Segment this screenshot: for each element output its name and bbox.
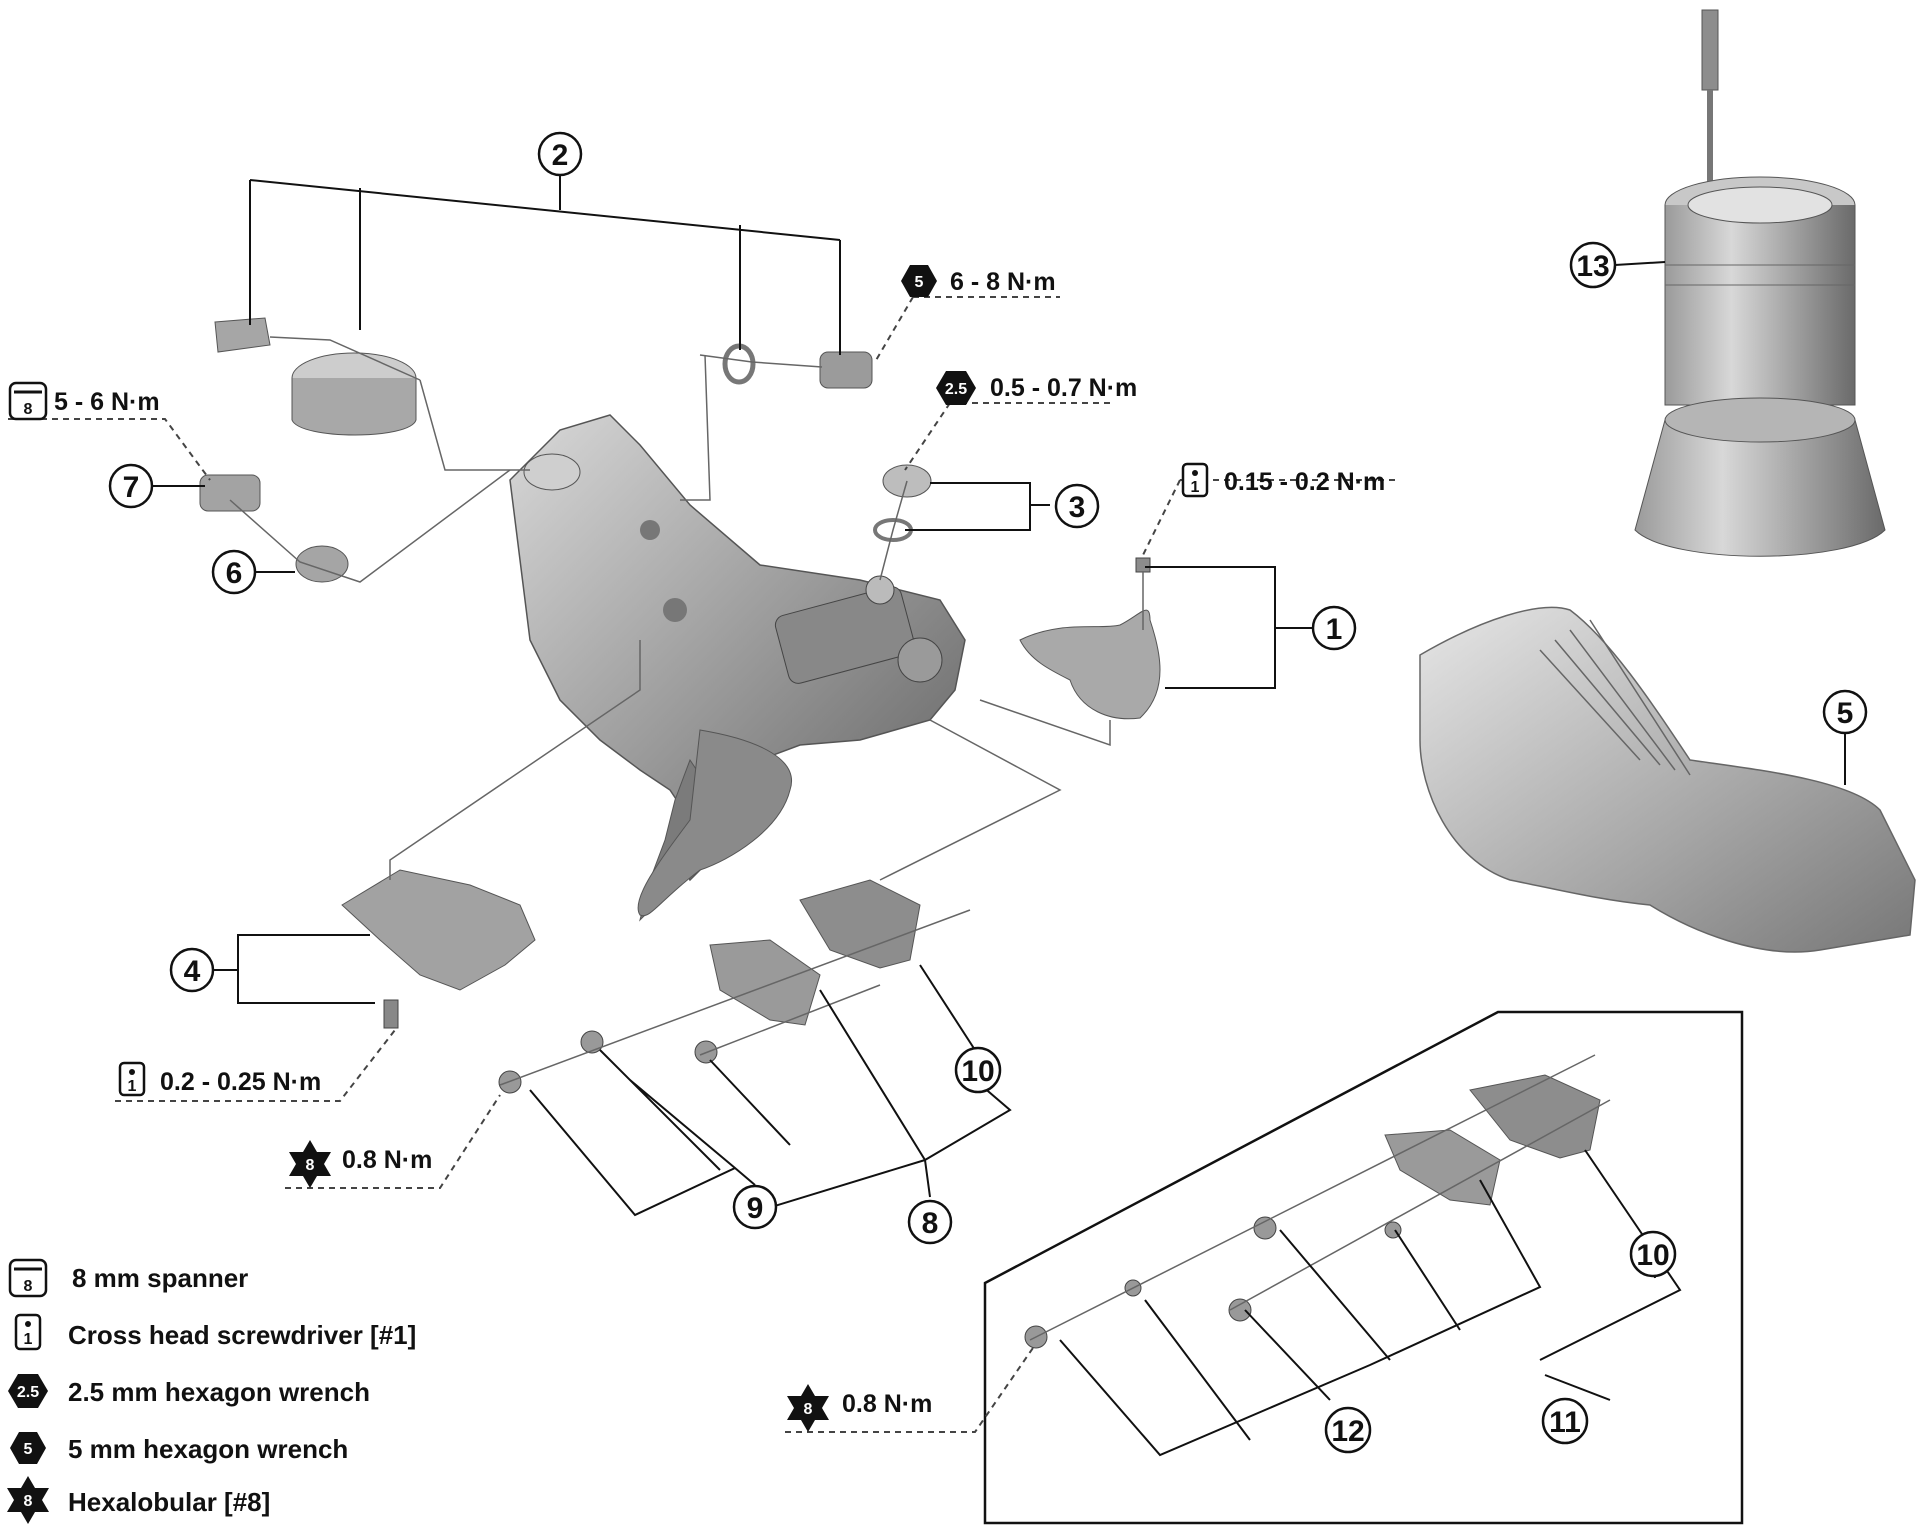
part-9-screws [498, 1030, 718, 1094]
part-1-lever-knob [1019, 557, 1161, 720]
cross-screwdriver-icon: 1 [1181, 462, 1209, 498]
legend-item-cross: 1 Cross head screwdriver [#1] [14, 1313, 416, 1351]
part-8-block [709, 939, 821, 1026]
svg-text:2.5 mm hexagon wrench: 2.5 mm hexagon wrench [68, 1377, 370, 1407]
svg-text:12: 12 [1331, 1415, 1364, 1448]
svg-text:10: 10 [961, 1055, 994, 1088]
part-2-band-and-bolts [214, 317, 873, 436]
svg-text:1: 1 [24, 1331, 33, 1348]
svg-text:Hexalobular [#8]: Hexalobular [#8] [68, 1487, 270, 1517]
svg-text:1: 1 [128, 1078, 137, 1095]
svg-text:10: 10 [1636, 1239, 1669, 1272]
lever-main-body [509, 414, 966, 922]
svg-text:8: 8 [306, 1157, 315, 1174]
svg-text:2.5: 2.5 [17, 1384, 39, 1401]
svg-text:8: 8 [922, 1207, 939, 1240]
svg-text:1: 1 [1326, 613, 1343, 646]
svg-text:0.8 N·m: 0.8 N·m [342, 1146, 432, 1174]
torque-spanner-top: 8 5 - 6 N·m [8, 381, 160, 421]
part-7-bolt [199, 474, 261, 512]
cross-screwdriver-icon: 1 [118, 1061, 146, 1097]
callout-12: 12 [1324, 1406, 1372, 1454]
callout-1: 1 [1311, 605, 1357, 651]
assembly-lines [229, 336, 1611, 1341]
callout-9: 9 [732, 1184, 778, 1230]
torque-cross-bottom: 1 0.2 - 0.25 N·m [118, 1061, 321, 1097]
svg-text:Cross head screwdriver [#1]: Cross head screwdriver [#1] [68, 1320, 416, 1350]
svg-text:8: 8 [24, 1278, 33, 1295]
svg-text:5 - 6 N·m: 5 - 6 N·m [54, 388, 160, 416]
hexalobular-icon: 8 [7, 1476, 49, 1524]
callout-2: 2 [537, 131, 583, 177]
cross-screwdriver-icon: 1 [14, 1313, 42, 1351]
legend-item-hex5: 5 5 mm hexagon wrench [10, 1432, 348, 1464]
svg-text:7: 7 [123, 471, 140, 504]
svg-text:6: 6 [226, 557, 243, 590]
part-13-tool [1634, 9, 1886, 557]
part-4-cover [341, 869, 536, 1029]
svg-text:9: 9 [747, 1192, 764, 1225]
svg-text:5: 5 [915, 274, 924, 291]
tool-legend: 8 8 mm spanner 1 Cross head screwdriver … [7, 1258, 416, 1524]
inset-part-11-block [1384, 1129, 1501, 1206]
torque-hex25-top: 2.5 0.5 - 0.7 N·m [936, 371, 1137, 405]
svg-text:2: 2 [552, 139, 569, 172]
svg-text:8: 8 [804, 1401, 813, 1418]
callout-8: 8 [907, 1199, 953, 1245]
svg-text:5: 5 [1837, 697, 1854, 730]
svg-text:11: 11 [1549, 1406, 1581, 1439]
callout-10: 10 [954, 1046, 1002, 1094]
callout-4: 4 [169, 947, 238, 993]
spanner-icon: 8 [8, 381, 48, 421]
svg-text:0.5 - 0.7 N·m: 0.5 - 0.7 N·m [990, 374, 1137, 402]
torque-hexalobular-inset: 8 0.8 N·m [787, 1384, 932, 1432]
svg-text:0.15 - 0.2 N·m: 0.15 - 0.2 N·m [1224, 468, 1385, 496]
svg-text:0.8 N·m: 0.8 N·m [842, 1390, 932, 1418]
legend-item-spanner: 8 8 mm spanner [8, 1258, 248, 1298]
svg-text:13: 13 [1576, 250, 1609, 283]
svg-text:2.5: 2.5 [945, 381, 967, 398]
spanner-icon: 8 [8, 1258, 48, 1298]
callout-10-inset: 10 [1629, 1230, 1677, 1278]
svg-text:8: 8 [24, 1493, 33, 1510]
torque-leaders [8, 296, 1400, 1433]
callout-13: 13 [1569, 241, 1617, 289]
hexalobular-icon: 8 [787, 1384, 829, 1432]
callout-6: 6 [211, 549, 257, 595]
hex25-icon: 2.5 [936, 371, 976, 405]
callout-3: 3 [1054, 483, 1100, 529]
svg-text:4: 4 [184, 955, 201, 988]
legend-item-hex25: 2.5 2.5 mm hexagon wrench [8, 1374, 370, 1408]
callout-5: 5 [1822, 689, 1868, 735]
svg-text:5: 5 [24, 1441, 33, 1458]
svg-text:8: 8 [24, 401, 33, 418]
svg-text:6 - 8 N·m: 6 - 8 N·m [950, 268, 1056, 296]
svg-text:1: 1 [1191, 479, 1200, 496]
svg-text:3: 3 [1069, 491, 1086, 524]
part-10-clamp [799, 879, 921, 969]
hex25-icon: 2.5 [8, 1374, 48, 1408]
inset-frame [983, 1010, 1744, 1525]
hex5-icon: 5 [901, 265, 937, 297]
callout-7: 7 [108, 463, 154, 509]
callout-leaders [153, 175, 1846, 1457]
svg-text:0.2 - 0.25 N·m: 0.2 - 0.25 N·m [160, 1068, 321, 1096]
callout-11: 11 [1541, 1397, 1589, 1445]
hex5-icon: 5 [10, 1432, 46, 1464]
torque-cross-right: 1 0.15 - 0.2 N·m [1181, 462, 1385, 498]
svg-text:8 mm spanner: 8 mm spanner [72, 1263, 248, 1293]
torque-hexalobular-mid: 8 0.8 N·m [289, 1140, 432, 1188]
svg-text:5 mm hexagon wrench: 5 mm hexagon wrench [68, 1434, 348, 1464]
torque-hex5-top: 5 6 - 8 N·m [901, 265, 1056, 297]
inset-part-12-screws [1024, 1216, 1402, 1349]
legend-item-hexalobular: 8 Hexalobular [#8] [7, 1476, 270, 1524]
part-3-cap-and-oring [873, 464, 932, 542]
part-5-hood [1419, 606, 1916, 953]
hexalobular-icon: 8 [289, 1140, 331, 1188]
inset-part-10-clamp [1469, 1074, 1601, 1159]
